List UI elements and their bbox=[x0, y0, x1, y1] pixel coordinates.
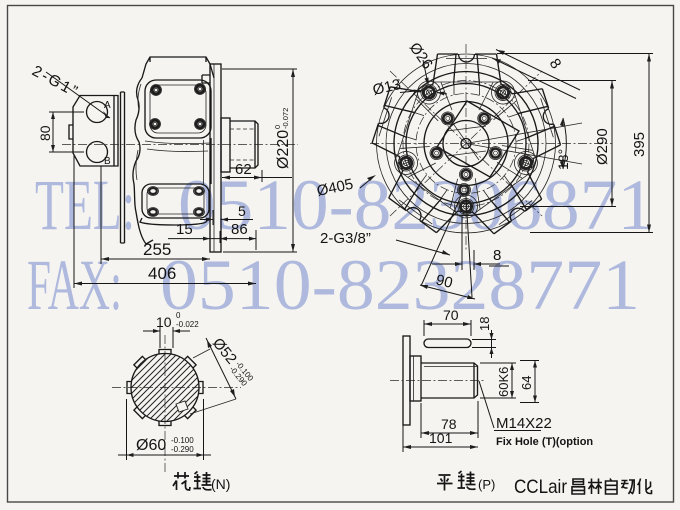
svg-text:64: 64 bbox=[519, 376, 534, 390]
svg-text:CCLair: CCLair bbox=[514, 476, 567, 498]
svg-text:255: 255 bbox=[143, 240, 171, 259]
svg-text:Fix Hole (T)(option: Fix Hole (T)(option bbox=[496, 436, 593, 448]
svg-text:8: 8 bbox=[493, 247, 501, 264]
svg-text:78: 78 bbox=[441, 416, 457, 432]
svg-text:18: 18 bbox=[477, 317, 492, 331]
svg-text:60K6: 60K6 bbox=[496, 367, 511, 397]
svg-text:A: A bbox=[104, 100, 111, 111]
svg-text:-0.290: -0.290 bbox=[171, 445, 194, 454]
svg-text:Ø220: Ø220 bbox=[275, 130, 292, 169]
svg-text:101: 101 bbox=[429, 430, 453, 446]
svg-text:M14X22: M14X22 bbox=[496, 415, 552, 432]
svg-text:10: 10 bbox=[156, 314, 172, 330]
svg-text:(P): (P) bbox=[478, 477, 495, 492]
svg-text:90: 90 bbox=[434, 271, 454, 292]
svg-text:-0.100: -0.100 bbox=[171, 436, 194, 445]
svg-text:86: 86 bbox=[231, 221, 248, 238]
svg-text:-0.072: -0.072 bbox=[281, 108, 290, 129]
svg-text:0510-82328771: 0510-82328771 bbox=[160, 245, 640, 325]
svg-text:Ø60: Ø60 bbox=[136, 437, 166, 454]
svg-text:62: 62 bbox=[235, 161, 252, 178]
svg-text:-0.022: -0.022 bbox=[176, 320, 199, 329]
svg-text:0: 0 bbox=[273, 125, 282, 129]
svg-text:406: 406 bbox=[148, 264, 176, 283]
svg-text:Ø290: Ø290 bbox=[594, 128, 611, 165]
svg-text:Ø13: Ø13 bbox=[371, 76, 402, 99]
svg-text:0: 0 bbox=[176, 311, 181, 320]
svg-text:80: 80 bbox=[37, 125, 53, 141]
svg-text:5: 5 bbox=[238, 203, 246, 219]
svg-text:395: 395 bbox=[631, 132, 648, 157]
svg-text:18°: 18° bbox=[555, 149, 571, 170]
svg-text:TEL:: TEL: bbox=[35, 165, 135, 245]
svg-text:2-G3/8”: 2-G3/8” bbox=[320, 230, 371, 247]
svg-text:70: 70 bbox=[443, 307, 459, 323]
svg-text:(N): (N) bbox=[211, 476, 230, 492]
svg-text:B: B bbox=[104, 156, 111, 167]
svg-text:15: 15 bbox=[176, 221, 193, 238]
